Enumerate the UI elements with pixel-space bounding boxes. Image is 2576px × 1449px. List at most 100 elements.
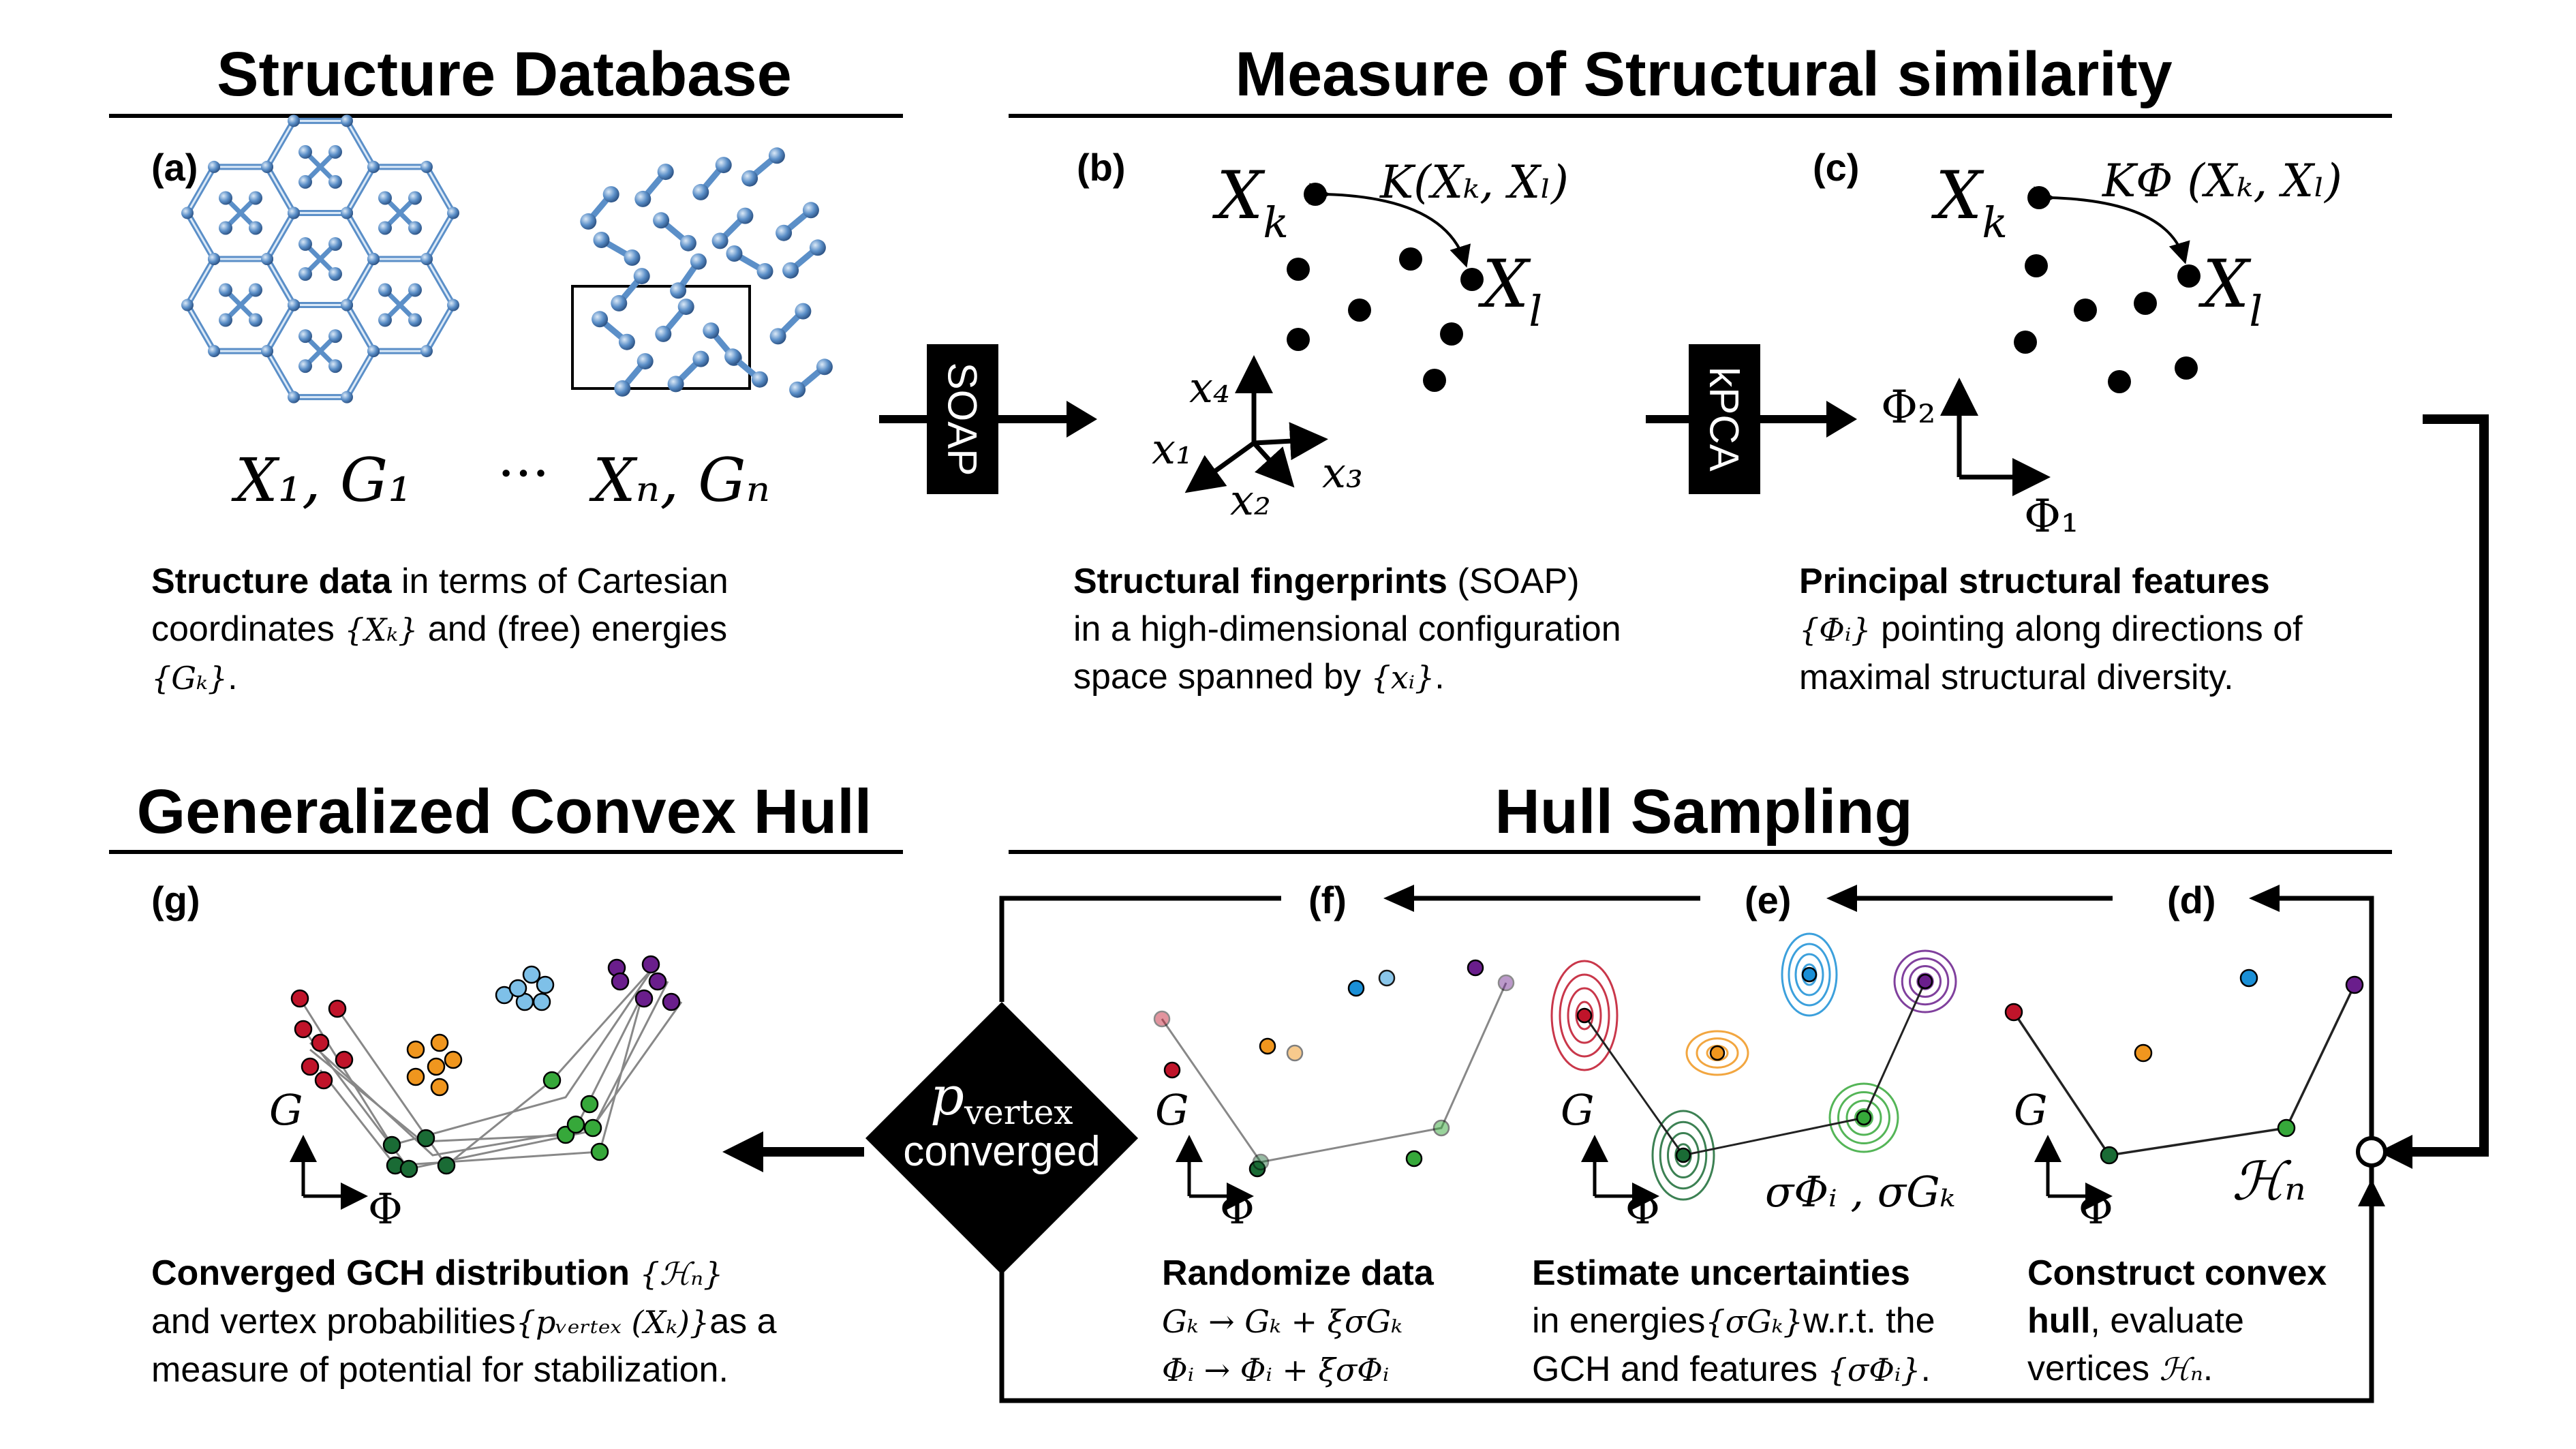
data-point — [641, 955, 660, 974]
data-point — [382, 1135, 401, 1155]
bond — [224, 288, 258, 322]
bond — [224, 196, 258, 230]
uncertainty-ellipse — [1567, 987, 1602, 1044]
atom — [181, 207, 194, 219]
point — [1423, 369, 1446, 392]
data-point — [2277, 1118, 2296, 1138]
data-point — [566, 1115, 585, 1134]
atom — [447, 299, 459, 311]
atom — [776, 224, 793, 241]
data-point — [1467, 959, 1484, 977]
data-point — [2134, 1043, 2153, 1063]
panel-label-c: (c) — [1813, 146, 1859, 189]
point-xl — [1460, 268, 1484, 291]
soap-label: SOAP — [940, 363, 985, 476]
arrow-f-to-diamond — [999, 896, 1281, 1002]
label-xk: Xk — [1212, 157, 1289, 247]
data-point — [1801, 966, 1818, 983]
point-xl — [2177, 264, 2201, 288]
uncertainty-ellipse — [1550, 960, 1619, 1071]
atom — [367, 160, 380, 173]
atom — [724, 348, 741, 365]
uncertainty-ellipse — [1845, 1099, 1882, 1136]
data-point — [1252, 1153, 1270, 1171]
atom — [341, 391, 353, 403]
uncertainty-ellipse — [1685, 1030, 1749, 1076]
atom — [580, 213, 597, 230]
atom — [692, 350, 709, 367]
data-point — [2345, 975, 2364, 994]
data-point — [648, 972, 667, 991]
axis-label-g: G — [1561, 1085, 1595, 1135]
atom — [181, 299, 194, 311]
crystal-structure-hexagonal — [181, 115, 459, 403]
panel-label-b: (b) — [1077, 146, 1126, 189]
atom — [653, 212, 670, 229]
sampled-hull-line — [309, 991, 645, 1143]
atom — [408, 221, 422, 235]
kpca-box — [1689, 344, 1760, 494]
soap-box — [927, 344, 998, 494]
panel-label-d: (d) — [2167, 879, 2216, 921]
caption-b: Structural fingerprints (SOAP) in a high… — [1073, 562, 1621, 697]
data-point — [2100, 1146, 2119, 1165]
data-point — [1405, 1150, 1423, 1168]
sampled-hull-line — [298, 966, 656, 1146]
axis-label-x1: x₁ — [1152, 424, 1193, 474]
atom — [756, 263, 773, 279]
atom — [219, 221, 232, 235]
data-point — [301, 1057, 320, 1076]
point — [1348, 299, 1371, 322]
uncertainty-ellipse — [1559, 973, 1610, 1058]
atom — [249, 283, 262, 297]
atom — [624, 249, 641, 266]
atom — [261, 160, 273, 173]
atom — [341, 115, 353, 127]
atom — [378, 191, 392, 205]
atom — [408, 191, 422, 205]
point — [1287, 258, 1310, 281]
panel-label-a: (a) — [151, 146, 198, 189]
atom — [782, 262, 799, 279]
point — [2108, 370, 2131, 393]
label-xl: Xl — [1477, 246, 1542, 336]
atom — [637, 353, 654, 370]
label-kernel: K(Xₖ, Xₗ) — [1379, 156, 1569, 209]
atom — [328, 174, 342, 189]
atom — [328, 329, 342, 344]
config-space-axes — [1184, 355, 1328, 493]
data-point — [437, 1156, 456, 1175]
atom — [298, 237, 312, 251]
data-point — [314, 1071, 333, 1090]
atom — [690, 253, 707, 270]
feature-axes — [1940, 378, 2051, 496]
atom — [715, 157, 732, 174]
caption-g: Converged GCH distribution {ℋₙ} and vert… — [151, 1253, 777, 1390]
atom — [420, 253, 433, 265]
loop-junction — [2356, 1136, 2387, 1168]
data-point — [580, 1095, 599, 1114]
data-point — [1163, 1061, 1181, 1079]
crystal-structure-molecular — [571, 147, 833, 398]
atom — [726, 245, 743, 262]
atom — [802, 202, 819, 219]
section-title-structural-similarity: Measure of Structural similarity — [1235, 40, 2172, 109]
atom — [208, 253, 220, 265]
atom — [328, 144, 342, 159]
uncertainty-ellipse — [1651, 1110, 1715, 1201]
atom — [288, 299, 300, 311]
atom — [378, 313, 392, 327]
atom — [367, 345, 380, 358]
data-point — [634, 989, 654, 1008]
uncertainty-ellipse — [1854, 1108, 1873, 1127]
convex-hull-line — [2012, 984, 2356, 1157]
diamond-label-p-vertex: pvertex — [930, 1066, 1073, 1132]
atom — [816, 359, 833, 376]
convex-hull-line — [1161, 982, 1507, 1163]
label-kernel-phi: KΦ (Xₖ, Xₗ) — [2102, 155, 2342, 207]
data-point — [1259, 1037, 1276, 1055]
atom — [447, 207, 459, 219]
panel-e-uncertainties: GΦ — [1550, 932, 1957, 1234]
atom — [789, 381, 806, 398]
arrow-to-d — [2249, 885, 2280, 912]
